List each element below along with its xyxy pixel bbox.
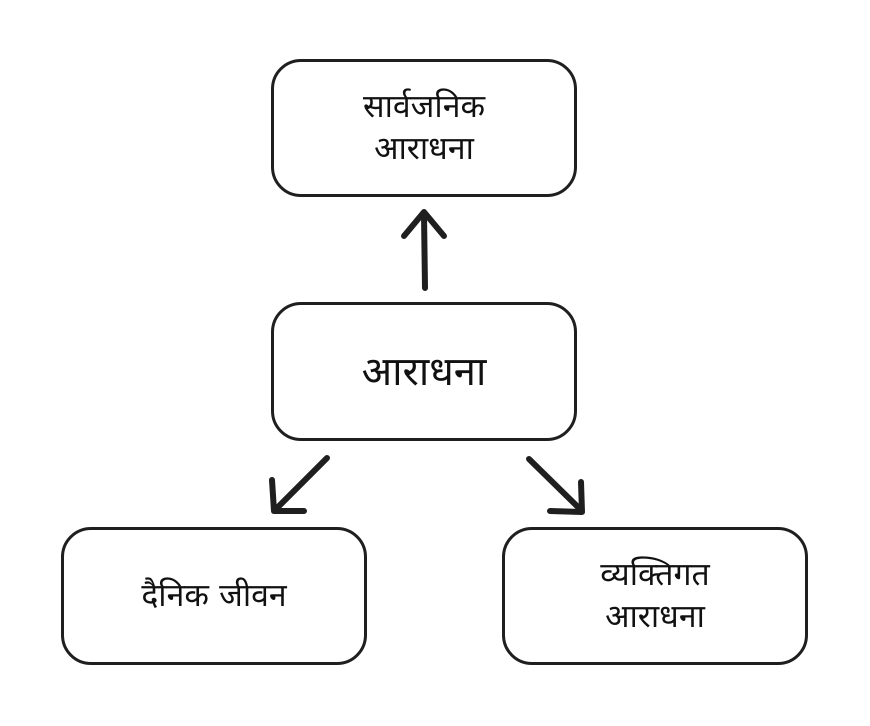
node-personal-worship: व्यक्तिगत आराधना bbox=[502, 527, 808, 665]
arrow-center-to-bottom-right bbox=[526, 456, 585, 515]
node-public-worship: सार्वजनिक आराधना bbox=[271, 59, 577, 197]
node-line: आराधना bbox=[605, 597, 705, 635]
node-line: व्यक्तिगत bbox=[600, 555, 710, 594]
node-label: आराधना bbox=[361, 348, 487, 395]
arrow-center-to-bottom-left bbox=[269, 455, 330, 514]
arrow-center-to-top bbox=[401, 209, 447, 291]
node-line: सार्वजनिक bbox=[362, 87, 486, 126]
node-daily-life: दैनिक जीवन bbox=[61, 527, 367, 665]
node-label: दैनिक जीवन bbox=[141, 576, 287, 615]
node-line: आराधना bbox=[374, 129, 474, 167]
node-worship-center: आराधना bbox=[271, 302, 577, 441]
